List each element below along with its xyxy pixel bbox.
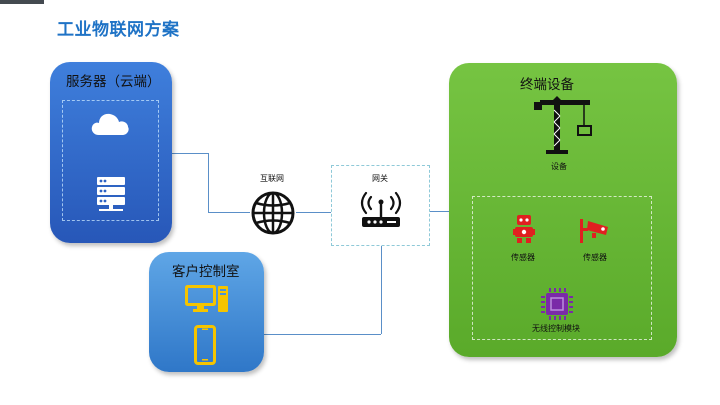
wire-client-v [381,238,382,334]
robot-sensor-icon [513,215,535,243]
wire-client-h [264,334,381,335]
device-label: 设备 [551,162,567,171]
router-icon [360,191,402,227]
wire-internet-gateway [296,212,356,213]
page-title: 工业物联网方案 [57,20,180,40]
terminal-panel-label: 终端设备 [520,77,574,93]
crane-icon [534,96,592,154]
gateway-label: 网关 [372,174,388,183]
wire-server-h2 [208,212,250,213]
mobile-phone-icon [194,325,216,365]
camera-sensor-icon [580,219,608,243]
server-cloud-panel: 服务器（云端） [50,62,172,243]
sensor-2-label: 传感器 [583,253,607,262]
internet-label: 互联网 [260,174,284,183]
corner-accent-bar [0,0,44,4]
wire-server-v [208,153,209,212]
client-control-room-panel: 客户控制室 [149,252,264,372]
client-panel-label: 客户控制室 [172,264,240,280]
wire-server-h1 [172,153,208,154]
sensor-1-label: 传感器 [511,253,535,262]
chip-icon [541,288,573,320]
desktop-computer-icon [185,285,228,312]
server-inner-box [62,100,159,221]
server-rack-icon [97,177,125,211]
wireless-module-label: 无线控制模块 [532,324,580,333]
server-panel-label: 服务器（云端） [66,74,161,90]
terminal-inner-box: 传感器 传感器 无线控制模块 [472,196,652,340]
cloud-icon [91,113,129,135]
terminal-devices-panel: 终端设备 设备 传感器 传感器 [449,63,677,357]
globe-icon [251,191,295,235]
